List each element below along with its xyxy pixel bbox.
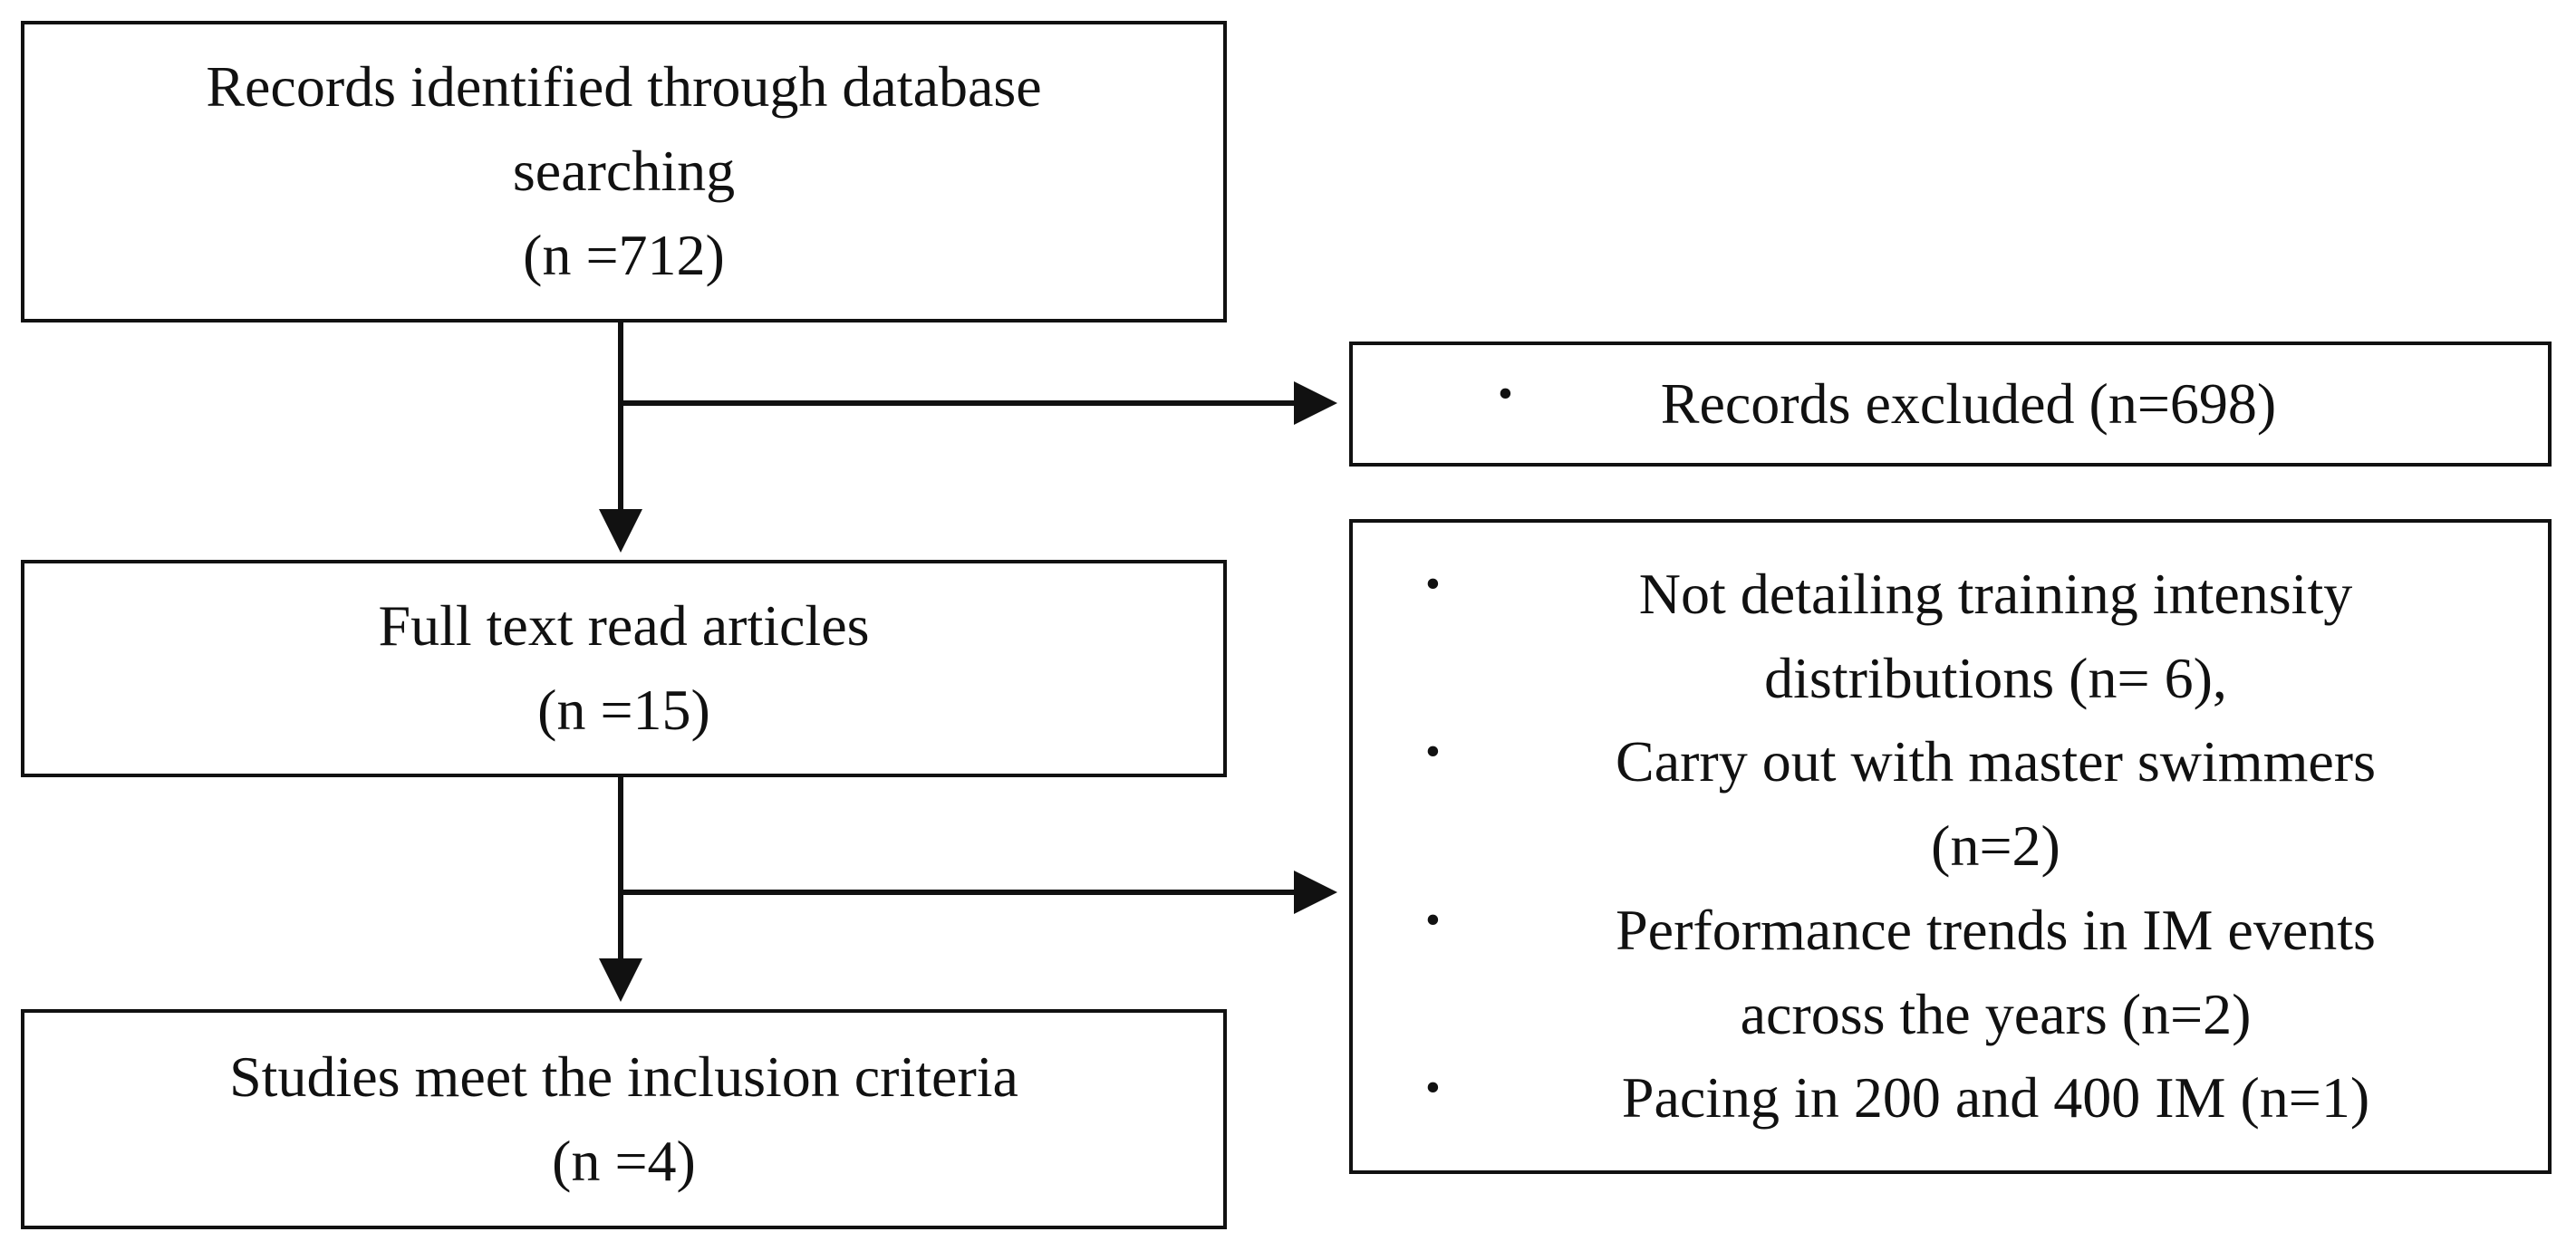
excluded-item: • Records excluded (n=698) [1371,362,2530,447]
records-excluded-label: Records excluded (n=698) [1660,370,2277,436]
bullet-icon: • [1498,369,1513,418]
reason-item: • Not detailing training intensity distr… [1371,553,2530,721]
studies-included-count: (n =4) [552,1128,696,1193]
full-text-label: Full text read articles [378,593,870,659]
records-identified-box: Records identified through database sear… [21,21,1227,322]
reason-item: • Pacing in 200 and 400 IM (n=1) [1371,1056,2530,1140]
reason-line: (n=2) [1931,813,2060,879]
reason-line: Not detailing training intensity [1638,561,2353,626]
studies-included-box: Studies meet the inclusion criteria (n =… [21,1009,1227,1229]
exclusion-reasons-box: • Not detailing training intensity distr… [1349,519,2552,1174]
reason-line: Performance trends in IM events [1616,897,2376,962]
reason-line: distributions (n= 6), [1764,645,2227,710]
studies-included-label: Studies meet the inclusion criteria [229,1044,1018,1109]
reason-item: • Carry out with master swimmers (n=2) [1371,720,2530,889]
bullet-icon: • [1425,727,1441,776]
excluded-list: • Records excluded (n=698) [1353,362,2548,447]
reason-line: Carry out with master swimmers [1616,729,2376,794]
bullet-icon: • [1425,559,1441,608]
full-text-box: Full text read articles (n =15) [21,560,1227,777]
reason-line: Pacing in 200 and 400 IM (n=1) [1621,1065,2370,1131]
records-identified-line1: Records identified through database [206,54,1042,120]
exclusion-reasons-list: • Not detailing training intensity distr… [1353,553,2548,1141]
bullet-icon: • [1425,895,1441,944]
records-identified-count: (n =712) [523,222,725,287]
records-excluded-box: • Records excluded (n=698) [1349,342,2552,467]
bullet-icon: • [1425,1063,1441,1112]
full-text-count: (n =15) [537,678,710,742]
reason-item: • Performance trends in IM events across… [1371,889,2530,1057]
reason-line: across the years (n=2) [1740,981,2252,1046]
records-identified-line2: searching [512,139,736,204]
